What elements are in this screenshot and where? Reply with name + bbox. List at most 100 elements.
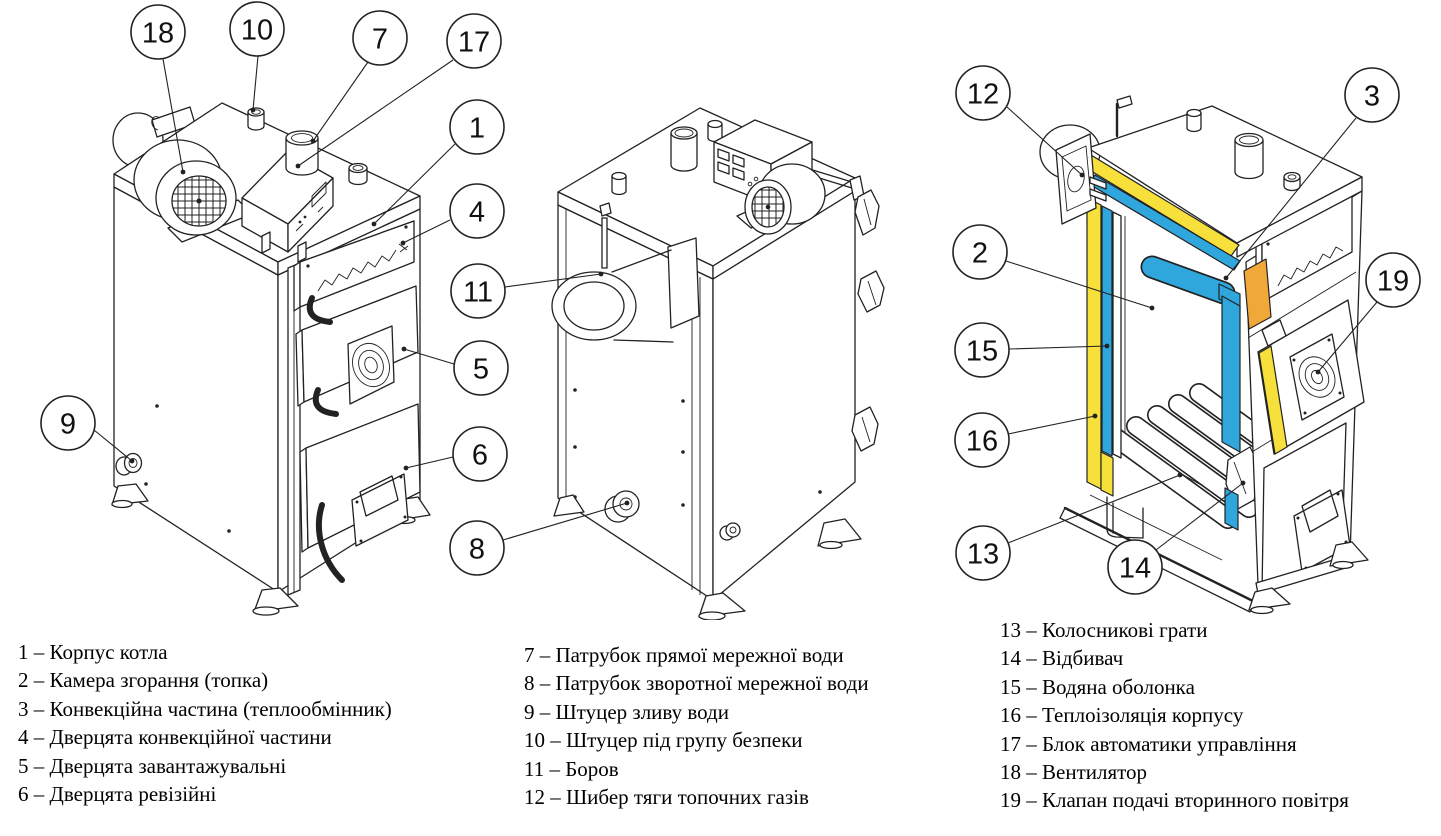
legend-item: 2 – Камера згорання (топка) <box>18 668 269 693</box>
callout-5: 5 <box>401 340 509 396</box>
callout-4: 4 <box>400 183 505 246</box>
legend-item: 12 – Шибер тяги топочних газів <box>524 785 809 810</box>
callout-13: 13 <box>955 472 1183 581</box>
callout-label: 9 <box>60 409 76 441</box>
legend-item: 3 – Конвекційна частина (теплообмінник) <box>18 696 392 721</box>
fan-18 <box>133 139 253 243</box>
water-jacket-tongue <box>1140 255 1236 305</box>
legend-item: 17 – Блок автоматики управління <box>1000 731 1297 756</box>
small-fitting <box>1283 171 1301 192</box>
secondary-air-valve-swirl <box>1298 356 1336 398</box>
revision-door-6 <box>299 403 421 553</box>
top-stub <box>348 162 368 186</box>
legend-column-3: 13 – Колосникові грати 14 – Відбивач 15 … <box>1000 616 1349 815</box>
almax-logo-pattern <box>317 243 409 292</box>
legend-item: 16 – Теплоізоляція корпусу <box>1000 703 1244 728</box>
door-hinge-column <box>287 262 301 596</box>
top-assembly <box>1055 95 1363 271</box>
door-latch-levers <box>306 295 345 583</box>
boiler-rear-view <box>551 107 885 620</box>
callout-label: 14 <box>1119 553 1151 585</box>
chimney-outlet <box>670 126 698 172</box>
secondary-air-valve-door-19 <box>1257 299 1365 455</box>
legend-column-1: 1 – Корпус котла 2 – Камера згорання (то… <box>18 638 392 808</box>
hinge-brackets <box>851 189 885 452</box>
top-stub-left <box>611 171 627 196</box>
control-unit-17 <box>241 151 334 263</box>
almax-logo-pattern <box>1277 246 1344 287</box>
insulation-strip-16 <box>1086 197 1114 497</box>
callout-label: 18 <box>142 18 174 50</box>
inner-wall <box>1112 211 1122 459</box>
drain-stub <box>719 522 741 541</box>
callout-label: 3 <box>1364 81 1380 113</box>
legend-item: 8 – Патрубок зворотної мережної води <box>524 671 869 696</box>
flue-shutter-12 <box>1055 133 1107 225</box>
callout-18: 18 <box>130 4 186 175</box>
legend-item: 5 – Дверцята завантажувальні <box>18 753 287 778</box>
legend-item: 19 – Клапан подачі вторинного повітря <box>1000 788 1349 813</box>
convection-door-4 <box>293 220 415 312</box>
callout-10: 10 <box>229 1 285 113</box>
callout-17: 17 <box>295 13 502 169</box>
callouts: 18 10 7 17 1 4 11 <box>40 1 1421 595</box>
callout-label: 10 <box>241 15 273 47</box>
legend-column-2: 7 – Патрубок прямої мережної води 8 – Па… <box>524 641 869 811</box>
flue-duct-11 <box>551 237 700 343</box>
door-handle <box>351 473 409 547</box>
section-faces <box>1218 258 1272 531</box>
callout-6: 6 <box>403 426 508 482</box>
callout-19: 19 <box>1315 252 1421 375</box>
damper-handle <box>1116 95 1133 109</box>
legend-item: 18 – Вентилятор <box>1000 760 1148 785</box>
callout-7: 7 <box>310 10 408 144</box>
legend-item: 7 – Патрубок прямої мережної води <box>524 643 844 667</box>
callout-label: 7 <box>372 24 388 56</box>
legend-item: 15 – Водяна оболонка <box>1000 674 1195 699</box>
safety-stub-cutaway <box>1186 108 1202 133</box>
callout-1: 1 <box>371 99 505 227</box>
legend-item: 11 – Боров <box>524 756 619 781</box>
safety-group-fitting-10 <box>247 107 265 131</box>
legend-item: 1 – Корпус котла <box>18 640 168 664</box>
cutaway-feet <box>1248 541 1369 615</box>
valve-grille-frame <box>1289 333 1345 421</box>
callout-label: 2 <box>972 238 988 270</box>
diagram-canvas: 18 10 7 17 1 4 11 <box>40 1 1421 620</box>
callout-label: 5 <box>473 354 489 386</box>
callout-8: 8 <box>449 500 630 576</box>
callout-3: 3 <box>1223 67 1400 281</box>
bottom-door <box>1261 422 1351 593</box>
callout-label: 19 <box>1377 266 1409 298</box>
callout-label: 12 <box>967 79 999 111</box>
damper-rod <box>599 202 612 269</box>
legend-item: 10 – Штуцер під групу безпеки <box>524 728 803 753</box>
callout-15: 15 <box>954 322 1110 378</box>
legend-item: 14 – Відбивач <box>1000 646 1124 671</box>
loading-door-5 <box>295 285 419 407</box>
callout-label: 4 <box>469 197 485 229</box>
supply-pipe-7 <box>285 130 319 176</box>
callout-label: 16 <box>966 426 998 458</box>
legend-item: 9 – Штуцер зливу води <box>524 699 729 724</box>
callout-label: 1 <box>469 113 485 145</box>
callout-label: 6 <box>472 440 488 472</box>
callout-12: 12 <box>955 65 1085 178</box>
boiler-front-view <box>111 102 431 616</box>
callout-11: 11 <box>450 263 604 319</box>
top-stub-small <box>707 119 723 143</box>
water-jacket-strip-15 <box>1101 205 1113 457</box>
callout-label: 8 <box>469 534 485 566</box>
air-valve-swirl <box>352 342 390 388</box>
callout-label: 13 <box>967 539 999 571</box>
air-valve-grille-frame <box>347 325 395 405</box>
callout-label: 15 <box>966 336 998 368</box>
callout-label: 11 <box>463 277 493 309</box>
callout-2: 2 <box>952 224 1155 311</box>
callout-14: 14 <box>1107 480 1246 595</box>
legend-item: 6 – Дверцята ревізійні <box>18 782 217 807</box>
legend-item: 13 – Колосникові грати <box>1000 618 1208 642</box>
callout-9: 9 <box>40 395 135 464</box>
boiler-cutaway-view <box>1039 95 1369 615</box>
